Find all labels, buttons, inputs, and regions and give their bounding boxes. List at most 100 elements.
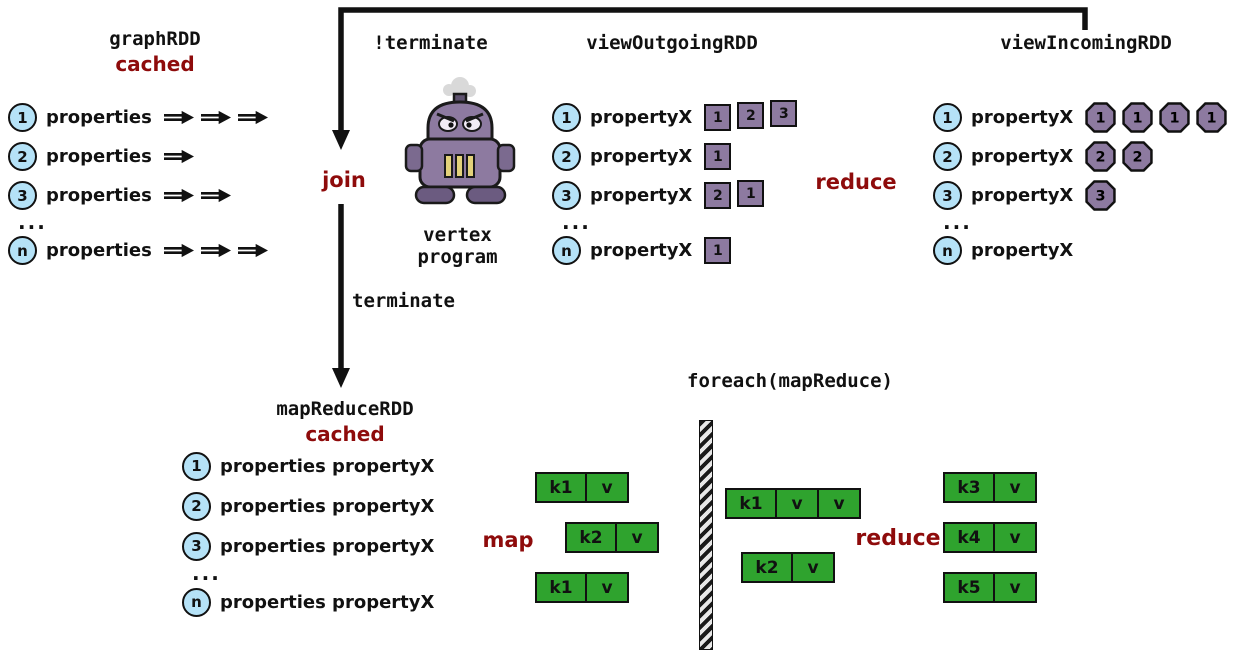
- reduce-bottom-label: reduce: [855, 526, 941, 551]
- flow-arrow-icon: [237, 243, 268, 258]
- terminate-label: terminate: [352, 290, 455, 312]
- map-reduce-rdd-title: mapReduceRDD: [276, 398, 414, 420]
- row-label: properties propertyX: [220, 455, 435, 477]
- ellipsis: ...: [562, 210, 591, 234]
- outgoing-message-square: 1: [704, 104, 732, 131]
- incoming-message-octagon: 1: [1159, 102, 1191, 133]
- svg-text:2: 2: [1096, 150, 1106, 166]
- vertex-id-circle: n: [8, 236, 37, 265]
- flow-arrow-icon: [237, 110, 268, 125]
- kv-cell: k1: [549, 577, 573, 598]
- incoming-message-octagon: 1: [1085, 102, 1117, 133]
- row-label: properties propertyX: [220, 495, 435, 517]
- vertex-program-label: vertex program: [390, 224, 525, 268]
- kv-cell: k1: [739, 493, 763, 514]
- svg-text:1: 1: [1133, 111, 1143, 127]
- vertex-id-circle: 1: [8, 103, 37, 132]
- graph-rdd-title: graphRDD: [109, 28, 201, 50]
- view-outgoing-rdd-title: viewOutgoingRDD: [586, 32, 758, 54]
- row-label: properties propertyX: [220, 591, 435, 613]
- rdd-row: 2 properties propertyX: [182, 486, 434, 526]
- row-label: propertyX: [971, 185, 1074, 206]
- incoming-message-octagon: 1: [1196, 102, 1228, 133]
- view-incoming-rdd-title: viewIncomingRDD: [1000, 32, 1172, 54]
- flow-arrow-icon: [163, 149, 194, 164]
- vertex-id-circle: 3: [552, 181, 581, 210]
- svg-text:1: 1: [1170, 111, 1180, 127]
- vertex-id-circle: 3: [933, 181, 962, 210]
- row-label: propertyX: [971, 146, 1074, 167]
- outgoing-message-square: 2: [704, 182, 732, 209]
- vertex-id-circle: 3: [8, 181, 37, 210]
- vertex-id-circle: n: [182, 587, 211, 617]
- kv-cell: v: [993, 474, 1035, 501]
- outgoing-message-square: 1: [704, 143, 732, 170]
- outgoing-message-square: 2: [737, 102, 765, 129]
- svg-text:1: 1: [1096, 111, 1106, 127]
- vertex-id-circle: n: [552, 236, 581, 265]
- rdd-row: n properties: [8, 231, 268, 270]
- arrow-group: [163, 149, 194, 164]
- join-label: join: [322, 168, 366, 192]
- svg-text:2: 2: [1133, 150, 1143, 166]
- arrow-group: [163, 110, 268, 125]
- flow-arrow-icon: [200, 188, 231, 203]
- arrow-group: [163, 243, 268, 258]
- outgoing-message-square: 3: [770, 100, 798, 127]
- loop-arrowhead-icon: [332, 130, 350, 150]
- vertex-id-circle: 2: [182, 491, 211, 521]
- flow-arrow-icon: [200, 110, 231, 125]
- vertex-program-line1: vertex: [423, 224, 492, 246]
- vertex-program-line2: program: [417, 246, 498, 268]
- map-reduce-rdd-cached-label: cached: [305, 422, 385, 446]
- ellipsis: ...: [943, 210, 972, 234]
- incoming-message-octagon: 2: [1085, 141, 1117, 172]
- row-label: propertyX: [590, 185, 693, 206]
- kv-cell: k5: [957, 577, 981, 598]
- row-label: properties: [46, 107, 152, 128]
- row-label: properties: [46, 185, 152, 206]
- vertex-program-robot-icon: [398, 76, 523, 220]
- kv-cell: k4: [957, 527, 981, 548]
- message-squares: 1: [704, 237, 732, 264]
- row-label: properties: [46, 240, 152, 261]
- incoming-message-octagon: 1: [1122, 102, 1154, 133]
- vertex-id-circle: 2: [8, 142, 37, 171]
- foreach-map-reduce-label: foreach(mapReduce): [687, 370, 893, 392]
- rdd-row: 3 properties: [8, 176, 268, 215]
- rdd-row: 3 propertyX 3: [933, 176, 1227, 215]
- incoming-message-octagon: 3: [1085, 180, 1117, 211]
- kv-cell: k2: [579, 527, 603, 548]
- reduce-top-label: reduce: [815, 170, 897, 194]
- row-label: propertyX: [590, 107, 693, 128]
- row-label: propertyX: [590, 240, 693, 261]
- ellipsis: ...: [192, 561, 221, 585]
- flow-arrow-icon: [163, 188, 194, 203]
- kv-cell: v: [585, 474, 627, 501]
- vertex-id-circle: 2: [933, 142, 962, 171]
- kv-cell: v: [775, 490, 817, 517]
- vertex-id-circle: n: [933, 236, 962, 265]
